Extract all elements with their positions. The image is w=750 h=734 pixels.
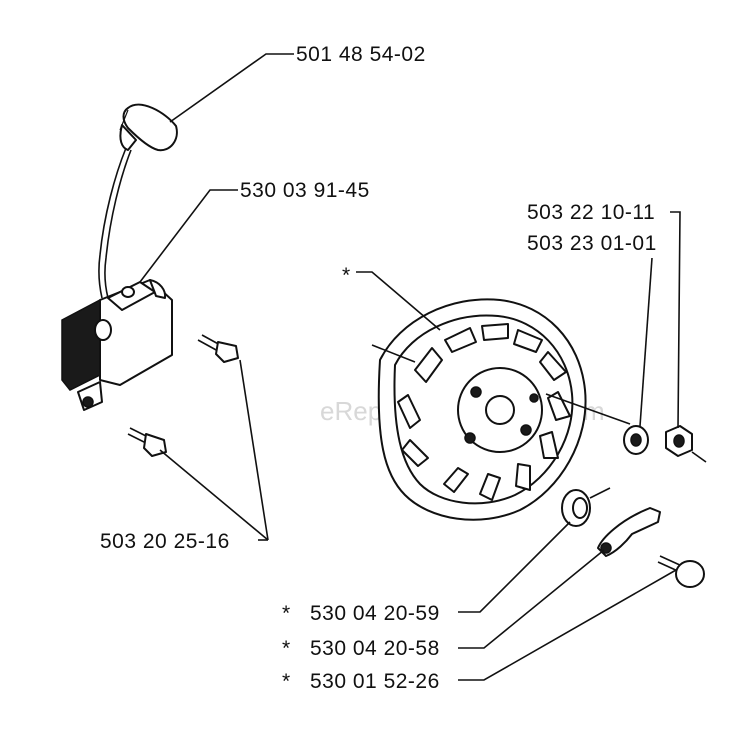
callout-module-screws: 503 20 25-16: [100, 530, 230, 553]
asterisk-pawl: *: [282, 637, 291, 660]
module-screw-lower: [127, 427, 167, 457]
washer: [561, 487, 611, 527]
callout-nut-b: 503 23 01-01: [527, 232, 657, 255]
pawl: [597, 507, 661, 557]
asterisk-bolt: *: [282, 670, 291, 693]
callout-ignition-module: 530 03 91-45: [240, 179, 370, 202]
asterisk-washer: *: [282, 602, 291, 625]
leader-lines: [139, 53, 681, 681]
ignition-lead-wire: [98, 147, 132, 299]
flywheel: [371, 298, 587, 521]
bolt: [657, 555, 705, 588]
callout-washer: 530 04 20-59: [310, 602, 440, 625]
module-screw-upper: [197, 334, 239, 363]
spark-plug-cap: [119, 103, 178, 152]
callout-nut-a: 503 22 10-11: [527, 201, 655, 224]
callout-bolt: 530 01 52-26: [310, 670, 440, 693]
lock-washer: [623, 425, 649, 455]
callout-pawl: 530 04 20-58: [310, 637, 440, 660]
callout-spark-plug-cap: 501 48 54-02: [296, 43, 426, 66]
flywheel-nut: [665, 425, 707, 463]
callout-flywheel-asterisk: *: [342, 264, 351, 287]
ignition-module: [61, 279, 173, 411]
